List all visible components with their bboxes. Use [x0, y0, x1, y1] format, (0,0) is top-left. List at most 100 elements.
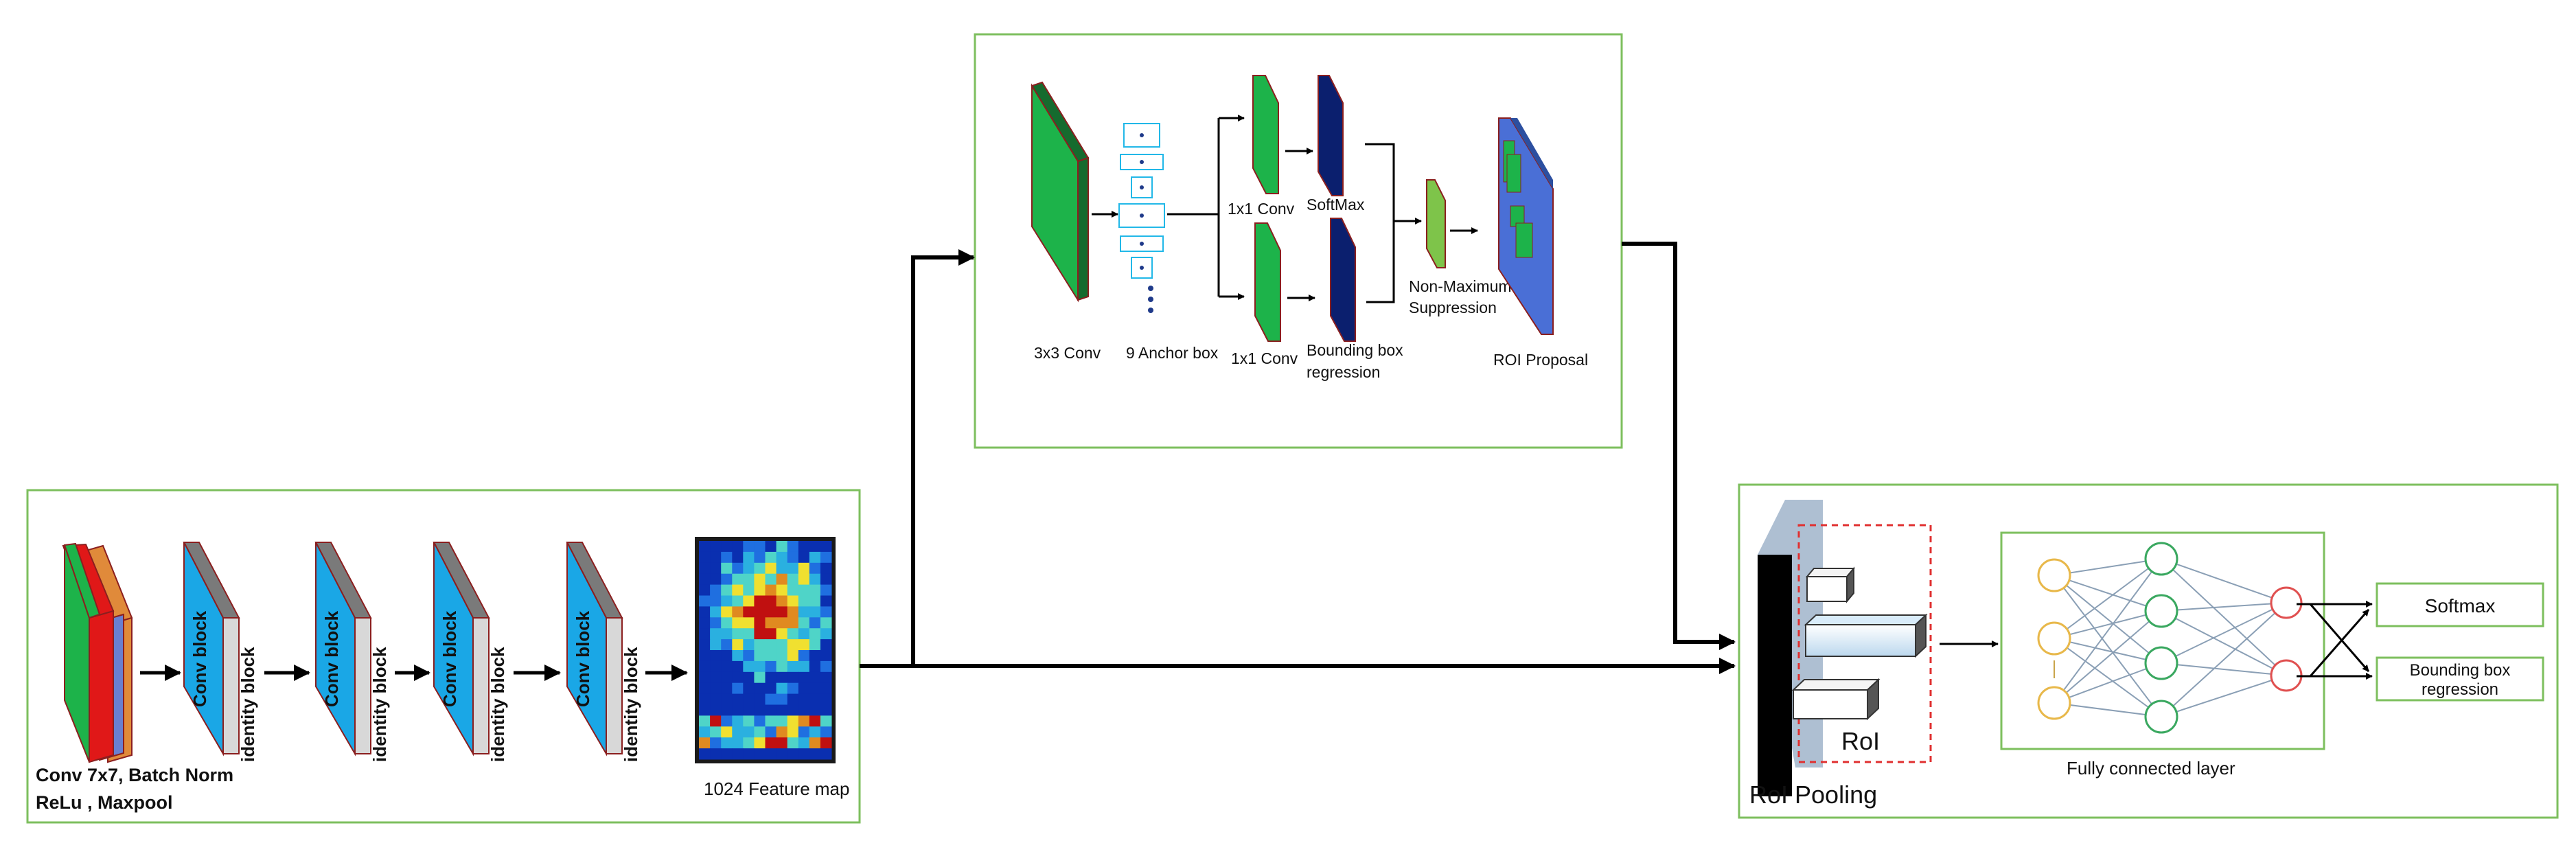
feature-map-cell [798, 660, 810, 673]
softmax-output-box [2376, 582, 2544, 627]
rpn-bbox-label-line2: regression [1307, 363, 1380, 381]
feature-map-cell [765, 650, 777, 662]
feature-map-cell [754, 693, 766, 705]
roi-proposal-label: ROI Proposal [1493, 351, 1588, 369]
feature-map-cell [699, 737, 711, 749]
feature-map-cell [710, 682, 722, 695]
feature-map-cell [754, 748, 766, 760]
feature-map-cell [776, 682, 788, 695]
feature-map-cell [798, 639, 810, 651]
feature-map-cell [721, 617, 733, 629]
feature-map-cell [699, 573, 711, 586]
feature-map-cell [721, 562, 733, 575]
feature-map-cell [743, 541, 755, 553]
feature-map-cell [765, 551, 777, 564]
feature-map-cell [721, 726, 733, 738]
feature-map-cell [732, 671, 744, 684]
feature-map-cell [809, 541, 821, 553]
feature-map-cell [798, 617, 810, 629]
feature-map-cell [765, 606, 777, 618]
feature-map-cell [721, 639, 733, 651]
resnet-block-2: Conv block identity block [314, 542, 390, 762]
conv-block-label-2: Conv block [321, 610, 342, 707]
stem-label-line1: Conv 7x7, Batch Norm [36, 765, 233, 785]
rpn-1x1-bottom-label: 1x1 Conv [1231, 349, 1298, 367]
feature-map-cell [787, 573, 799, 586]
feature-map-cell [732, 650, 744, 662]
conv-block-label-1: Conv block [189, 610, 210, 707]
rpn-conv3x3-label: 3x3 Conv [1034, 344, 1101, 362]
fc-edge [2054, 575, 2162, 612]
bbox-output-box [2376, 656, 2544, 702]
feature-map-cell [699, 628, 711, 640]
nms-label-line1: Non-Maximum [1409, 277, 1512, 295]
feature-map-cell [754, 660, 766, 673]
feature-map-cell [809, 650, 821, 662]
feature-map-cell [787, 693, 799, 705]
output-arrows [2297, 601, 2373, 680]
feature-map-cell [820, 660, 832, 673]
feature-map-cell [798, 584, 810, 596]
feature-map-cell [699, 617, 711, 629]
feature-map-cell [721, 748, 733, 760]
feature-map-cell [776, 693, 788, 705]
feature-map-cell [699, 584, 711, 596]
feature-map-cell [820, 628, 832, 640]
fc-node [2037, 686, 2071, 720]
feature-map-cell [732, 748, 744, 760]
feature-map-cell [721, 715, 733, 727]
feature-map-cell [776, 606, 788, 618]
pooled-bars [1791, 566, 1928, 721]
feature-map-cell [765, 671, 777, 684]
feature-map-cell [699, 671, 711, 684]
feature-map-cell [787, 584, 799, 596]
feature-map-cell [809, 660, 821, 673]
connector-rpn-to-roi-pooling [1622, 242, 1720, 644]
conv-block-label-4: Conv block [573, 610, 593, 707]
feature-map-cell [809, 584, 821, 596]
feature-map-cell [820, 573, 832, 586]
roi-label: RoI [1841, 727, 1880, 755]
feature-map-cell [798, 715, 810, 727]
feature-map-cell [710, 737, 722, 749]
feature-map-cell [710, 573, 722, 586]
feature-map-cell [776, 551, 788, 564]
feature-map-cell [820, 748, 832, 760]
roi-proposal-layer [1498, 117, 1554, 335]
resnet-block-3: Conv block identity block [433, 542, 508, 762]
feature-map [695, 537, 836, 763]
feature-map-cell [809, 595, 821, 607]
feature-map-cell [798, 726, 810, 738]
fc-edge [2161, 610, 2287, 676]
feature-map-cell [798, 671, 810, 684]
fc-edge [2054, 638, 2162, 664]
feature-map-cell [699, 704, 711, 716]
feature-map-cell [787, 628, 799, 640]
feature-map-cell [732, 726, 744, 738]
feature-map-cell [765, 628, 777, 640]
feature-map-cell [787, 715, 799, 727]
feature-map-cell [798, 682, 810, 695]
feature-map-cell [820, 639, 832, 651]
feature-map-cell [798, 595, 810, 607]
feature-map-cell [809, 628, 821, 640]
feature-map-cell [721, 628, 733, 640]
identity-block-label-4: identity block [621, 647, 641, 762]
feature-map-cell [787, 595, 799, 607]
feature-map-cell [710, 715, 722, 727]
feature-map-cell [787, 617, 799, 629]
bbox-output-label-line1: Bounding box [2410, 661, 2511, 680]
feature-map-cell [710, 748, 722, 760]
feature-map-cell [754, 541, 766, 553]
feature-map-cell [732, 660, 744, 673]
fc-edge [2054, 558, 2162, 704]
feature-map-cell [754, 573, 766, 586]
feature-map-cell [809, 671, 821, 684]
feature-map-cell [754, 704, 766, 716]
feature-map-cell [754, 584, 766, 596]
feature-map-cell [754, 639, 766, 651]
feature-map-cell [787, 726, 799, 738]
anchor-boxes [1118, 123, 1165, 279]
feature-map-cell [809, 573, 821, 586]
feature-map-cell [820, 737, 832, 749]
